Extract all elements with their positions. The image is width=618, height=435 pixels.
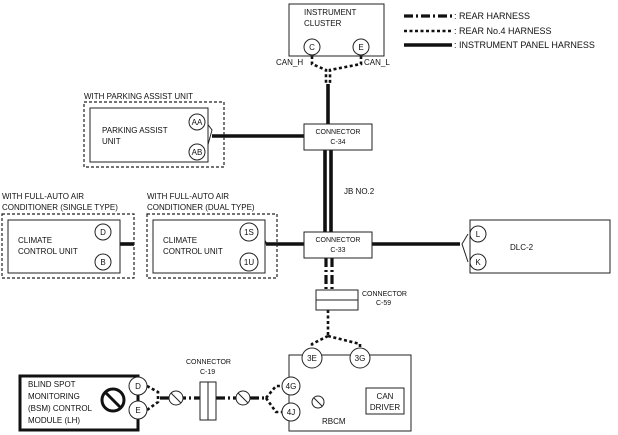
bsm-line1: BLIND SPOT bbox=[28, 380, 76, 389]
prohibited-icon bbox=[100, 387, 126, 413]
twisted-pair-icon bbox=[168, 390, 251, 406]
connector-c33-line1: CONNECTOR bbox=[316, 237, 361, 244]
pin-k-label: K bbox=[475, 258, 481, 267]
prohibited-icon bbox=[311, 395, 325, 409]
connector-c34-line2: C-34 bbox=[330, 139, 345, 146]
dlc-2-label: DLC-2 bbox=[510, 243, 534, 252]
can-driver-line1: CAN bbox=[377, 392, 394, 401]
instrument-cluster-line1: INSTRUMENT bbox=[304, 8, 357, 17]
pin-d-climate-label: D bbox=[100, 228, 106, 237]
bsm-line3: (BSM) CONTROL bbox=[28, 404, 93, 413]
climate-dual-group-line1: WITH FULL-AUTO AIR bbox=[147, 192, 229, 201]
instrument-cluster-line2: CLUSTER bbox=[304, 19, 342, 28]
pin-e-bsm bbox=[128, 400, 148, 420]
legend-no4-label: : REAR No.4 HARNESS bbox=[454, 26, 552, 36]
climate-single-line2: CONTROL UNIT bbox=[18, 247, 78, 256]
pin-e bbox=[352, 38, 370, 56]
wire-can-l bbox=[328, 56, 363, 84]
pin-1s bbox=[239, 222, 259, 242]
pin-3e bbox=[301, 347, 323, 369]
wire-bsm-pins bbox=[146, 384, 160, 412]
pin-e-bsm-label: E bbox=[135, 406, 140, 415]
legend: : REAR HARNESS : REAR No.4 HARNESS : INS… bbox=[404, 11, 595, 50]
pin-c bbox=[303, 38, 321, 56]
pin-1u-label: 1U bbox=[244, 258, 254, 267]
parking-assist-line1: PARKING ASSIST bbox=[102, 126, 168, 135]
pin-k bbox=[469, 253, 487, 271]
can-l-label: CAN_L bbox=[364, 58, 390, 67]
parking-assist-group-label: WITH PARKING ASSIST UNIT bbox=[84, 92, 193, 101]
wire-dlc-pins bbox=[461, 233, 469, 263]
climate-dual-line1: CLIMATE bbox=[163, 236, 197, 245]
climate-single-group-line1: WITH FULL-AUTO AIR bbox=[2, 192, 84, 201]
climate-single-option-box bbox=[1, 213, 135, 279]
bsm-line4: MODULE (LH) bbox=[28, 416, 80, 425]
connector-c34: CONNECTOR C-34 bbox=[303, 123, 373, 151]
wire-rbcm-4g bbox=[265, 384, 282, 399]
connector-c19-line2: C-19 bbox=[200, 369, 215, 376]
dlc-2-box bbox=[469, 219, 611, 274]
climate-single-group-line2: CONDITIONER (SINGLE TYPE) bbox=[2, 203, 118, 212]
climate-dual-group-line2: CONDITIONER (DUAL TYPE) bbox=[147, 203, 255, 212]
pin-b-climate bbox=[94, 253, 112, 271]
jb-label: JB NO.2 bbox=[344, 187, 375, 196]
legend-ip-label: : INSTRUMENT PANEL HARNESS bbox=[454, 40, 595, 50]
wire-can-h bbox=[310, 56, 328, 84]
parking-assist-unit-box bbox=[89, 107, 209, 163]
connector-c34-box bbox=[303, 123, 373, 151]
connector-c33: CONNECTOR C-33 bbox=[303, 231, 373, 259]
connector-c19-line1: CONNECTOR bbox=[186, 359, 231, 366]
pin-4j-label: 4J bbox=[287, 408, 295, 417]
can-driver-box bbox=[365, 387, 405, 415]
pin-4g-label: 4G bbox=[286, 382, 297, 391]
rbcm-label: RBCM bbox=[322, 417, 346, 426]
can-h-label: CAN_H bbox=[276, 58, 303, 67]
pin-4j bbox=[281, 402, 301, 422]
pin-aa bbox=[188, 113, 206, 131]
connector-c33-line2: C-33 bbox=[330, 247, 345, 254]
pin-l-label: L bbox=[476, 230, 481, 239]
pin-1u bbox=[239, 252, 259, 272]
climate-single-group: WITH FULL-AUTO AIR CONDITIONER (SINGLE T… bbox=[1, 192, 135, 279]
pin-3g-label: 3G bbox=[355, 354, 366, 363]
rbcm: 3E 3G 4G 4J CAN DRIVER RBCM bbox=[281, 347, 412, 432]
climate-dual-line2: CONTROL UNIT bbox=[163, 247, 223, 256]
pin-3e-label: 3E bbox=[307, 354, 317, 363]
instrument-cluster: INSTRUMENT CLUSTER C E CAN_H CAN_L bbox=[276, 3, 390, 67]
connector-c34-line1: CONNECTOR bbox=[316, 129, 361, 136]
pin-d-bsm-label: D bbox=[135, 382, 141, 391]
bsm-line2: MONITORING bbox=[28, 392, 80, 401]
parking-assist-group: WITH PARKING ASSIST UNIT PARKING ASSIST … bbox=[83, 92, 225, 168]
connector-c59-line2: C-59 bbox=[376, 300, 391, 307]
dlc-2: DLC-2 L K bbox=[469, 219, 611, 274]
pin-3g bbox=[349, 347, 371, 369]
pin-c-label: C bbox=[309, 43, 315, 52]
climate-dual-option-box bbox=[146, 213, 278, 279]
legend-rear-label: : REAR HARNESS bbox=[454, 11, 530, 21]
pin-aa-label: AA bbox=[192, 118, 203, 127]
pin-e-label: E bbox=[358, 43, 363, 52]
can-driver-line2: DRIVER bbox=[370, 403, 400, 412]
pin-ab bbox=[188, 143, 206, 161]
pin-d-climate bbox=[94, 223, 112, 241]
climate-dual-group: WITH FULL-AUTO AIR CONDITIONER (DUAL TYP… bbox=[146, 192, 278, 279]
pin-1s-label: 1S bbox=[244, 228, 254, 237]
pin-ab-label: AB bbox=[192, 148, 203, 157]
connector-c33-box bbox=[303, 231, 373, 259]
wire-rbcm-4j bbox=[264, 397, 282, 414]
parking-assist-option-box bbox=[83, 101, 225, 168]
climate-single-line1: CLIMATE bbox=[18, 236, 52, 245]
pin-l bbox=[469, 225, 487, 243]
connector-c59-line1: CONNECTOR bbox=[362, 291, 407, 298]
connector-c59: CONNECTOR C-59 bbox=[315, 289, 407, 311]
connector-c19: CONNECTOR C-19 bbox=[186, 359, 231, 421]
pin-d-bsm bbox=[128, 376, 148, 396]
parking-assist-line2: UNIT bbox=[102, 137, 121, 146]
bsm-module: BLIND SPOT MONITORING (BSM) CONTROL MODU… bbox=[18, 374, 148, 432]
pin-b-climate-label: B bbox=[100, 258, 105, 267]
pin-4g bbox=[281, 376, 301, 396]
